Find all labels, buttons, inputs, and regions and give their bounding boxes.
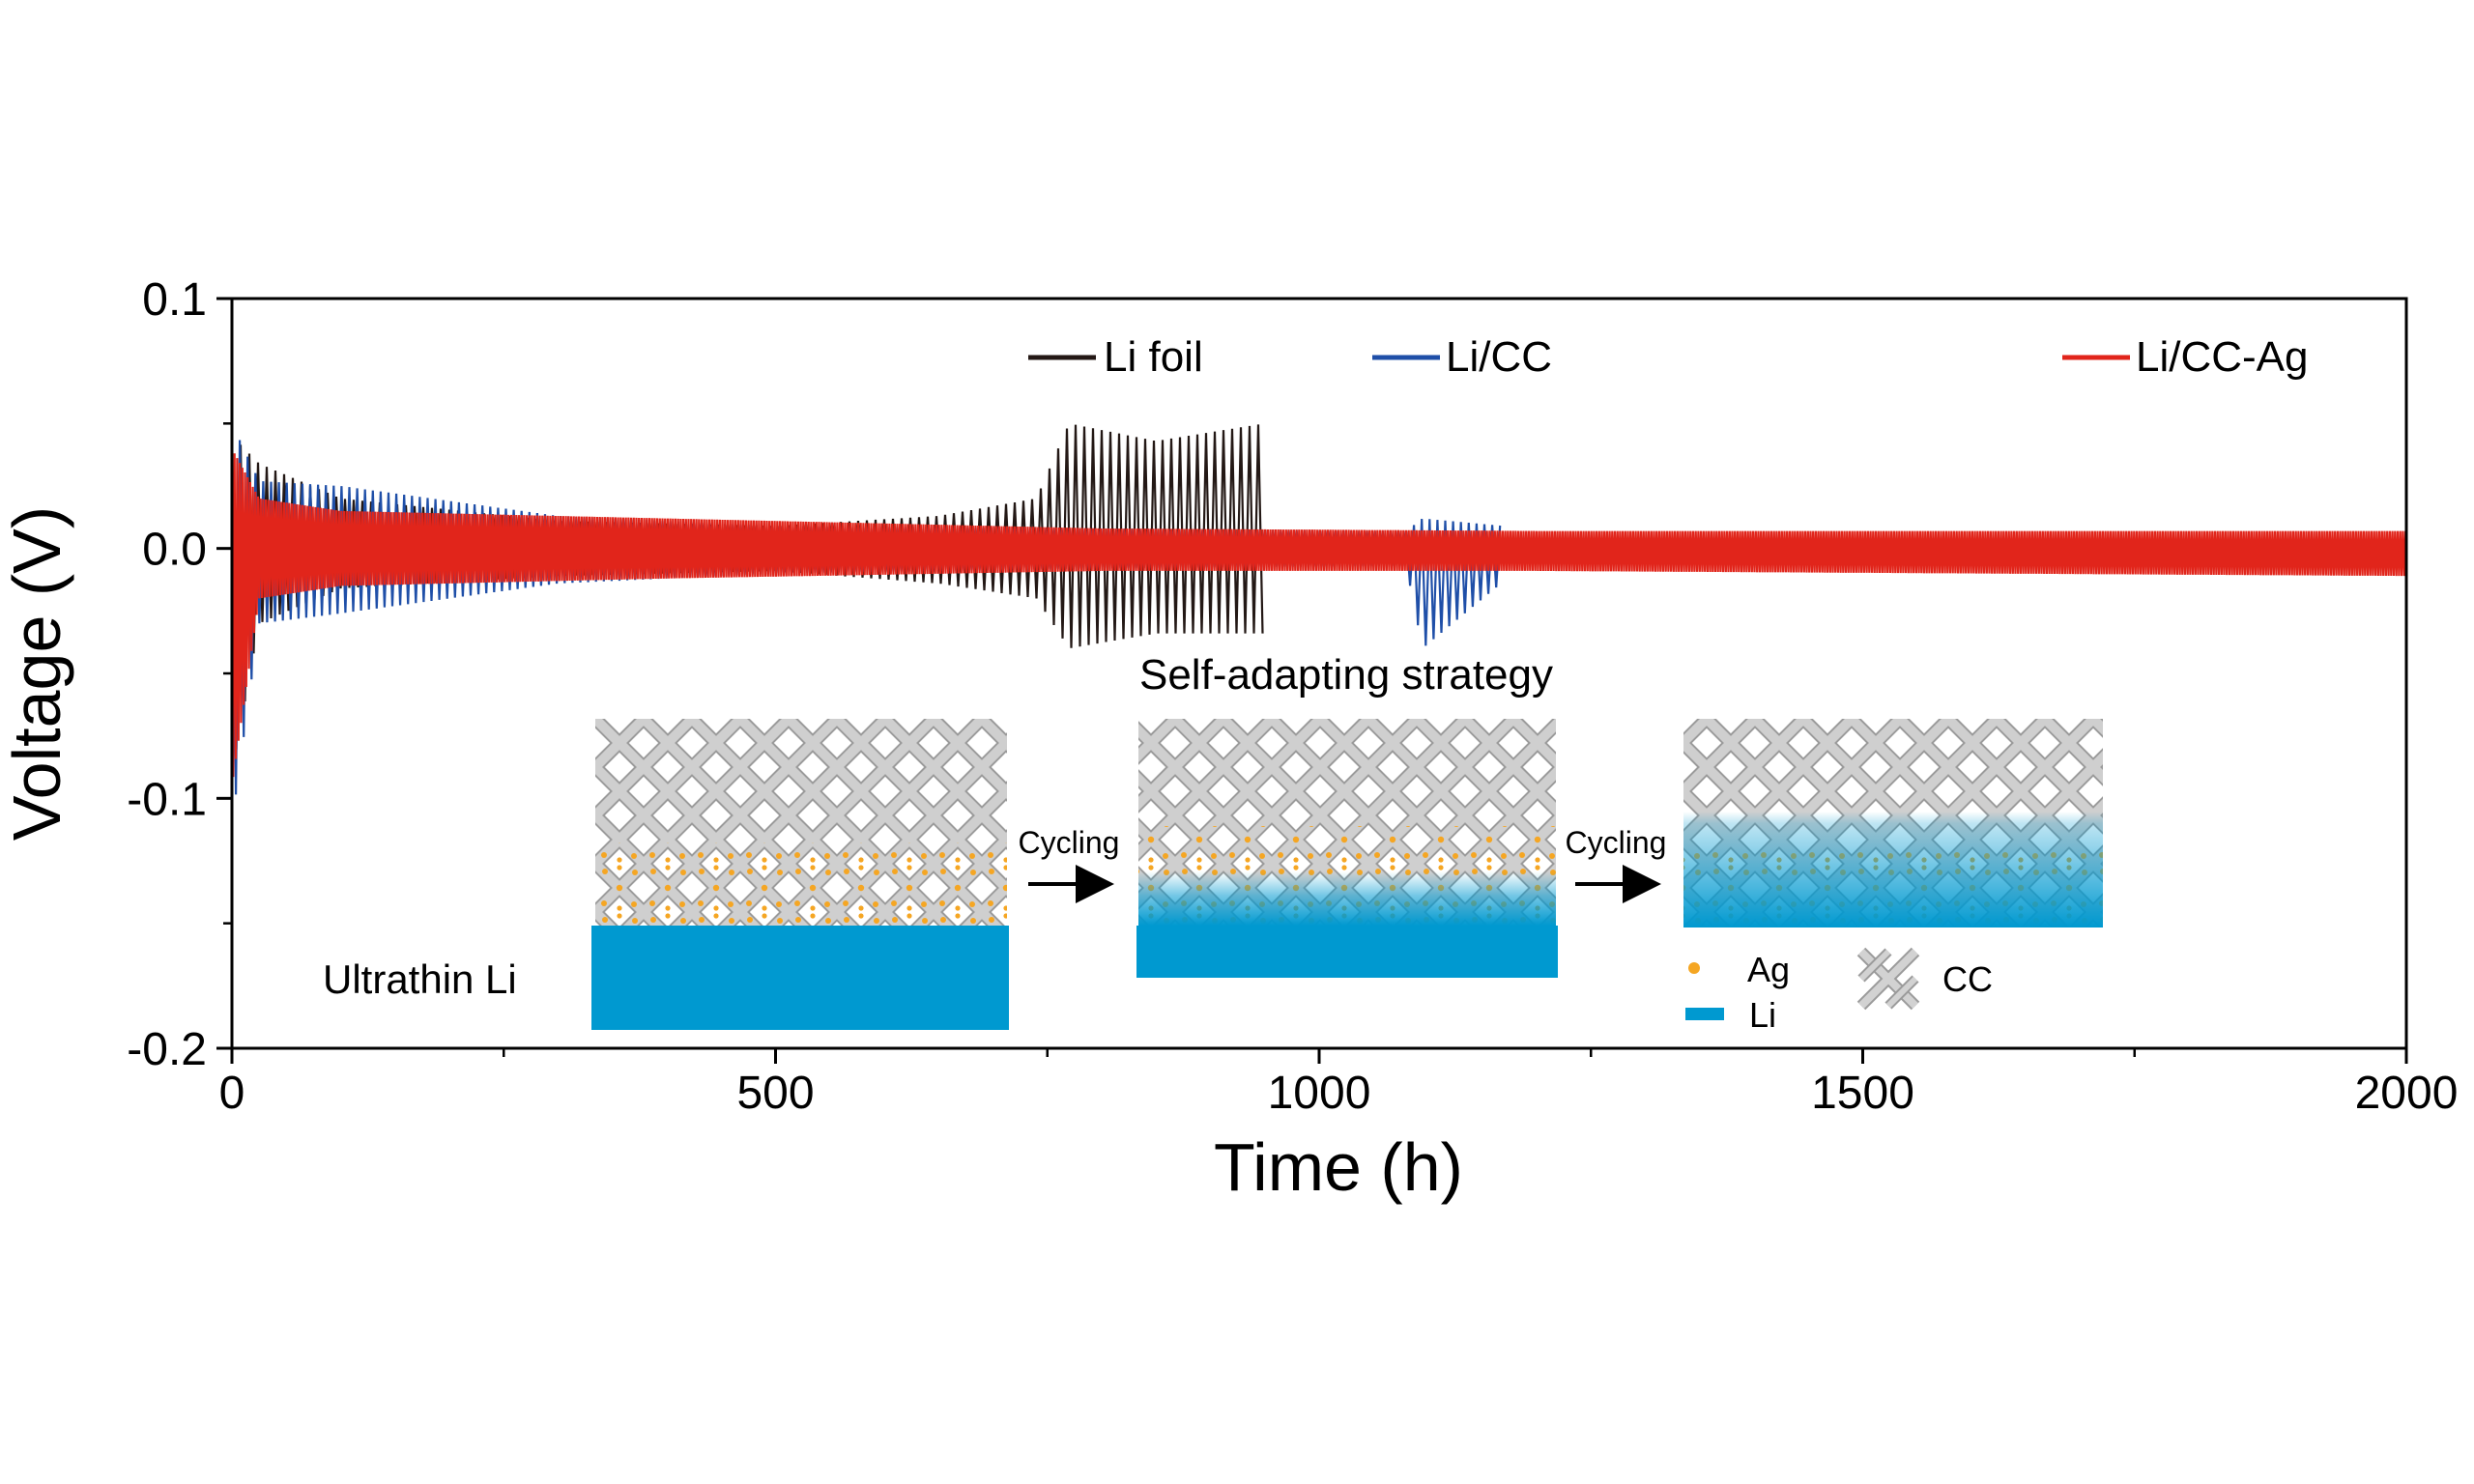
x-tick-label: 1500 [1811, 1068, 1914, 1119]
y-tick-label: -0.1 [127, 774, 207, 825]
legend-label-li-foil: Li foil [1104, 333, 1203, 381]
li-infiltration [1138, 871, 1556, 926]
cycling-label-2: Cycling [1566, 825, 1667, 860]
series-layer [230, 423, 2407, 795]
inset-title: Self-adapting strategy [1139, 651, 1553, 699]
cc-mesh-icon [1856, 947, 1920, 1011]
inset-panel-adapted [1683, 719, 2103, 928]
series-line-li-foil [230, 424, 1264, 750]
x-tick-label: 2000 [2355, 1068, 2459, 1119]
inset-schematic: Self-adapting strategy Ultrathin Li Cycl… [323, 651, 2103, 1035]
x-tick-label: 1000 [1268, 1068, 1371, 1119]
x-tick-label: 500 [736, 1068, 814, 1119]
y-tick-label: -0.2 [127, 1024, 207, 1075]
series-line-li-cc-ag [230, 448, 2407, 778]
legend-label-li-cc-ag: Li/CC-Ag [2136, 333, 2309, 381]
inset-legend-ag: Ag [1747, 950, 1790, 989]
inset-legend: Ag Li CC [1685, 947, 1993, 1035]
x-tick-label: 0 [219, 1068, 245, 1119]
legend: Li foil Li/CC Li/CC-Ag [1028, 333, 2309, 381]
y-tick-label: 0.1 [142, 274, 207, 326]
y-axis-label: Voltage (V) [0, 506, 74, 841]
x-axis-label: Time (h) [1214, 1129, 1463, 1205]
li-layer [1136, 926, 1558, 978]
y-tick-label: 0.0 [142, 525, 207, 576]
li-layer [591, 926, 1009, 1030]
inset-legend-li: Li [1749, 995, 1776, 1035]
cycling-label-1: Cycling [1019, 825, 1120, 860]
legend-label-li-cc: Li/CC [1446, 333, 1552, 381]
y-tick-layer: 0.1 0.0 -0.1 -0.2 [127, 274, 232, 1075]
x-tick-layer: 0 500 1000 1500 2000 [219, 1048, 2459, 1119]
ag-dot-icon [1688, 962, 1700, 974]
ultrathin-li-label: Ultrathin Li [323, 956, 517, 1002]
inset-panel-cycled [1136, 719, 1558, 978]
ag-particles [595, 842, 1007, 926]
li-infiltration [1683, 812, 2103, 928]
inset-panel-initial: Ultrathin Li [323, 719, 1009, 1030]
li-swatch-icon [1685, 1008, 1724, 1020]
inset-legend-cc: CC [1942, 959, 1993, 999]
